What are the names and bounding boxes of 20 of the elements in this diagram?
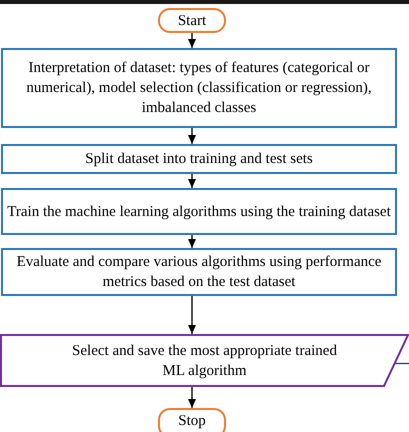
arrow [188,235,196,248]
arrow [188,33,196,48]
process-box [1,48,397,128]
node-text: Stop [178,412,206,431]
process-box [1,188,397,235]
arrow [188,296,196,334]
node-text: Start [178,12,206,31]
terminal-box [158,408,226,432]
node-text: Split dataset into training and test sets [85,150,313,169]
arrow [188,128,196,144]
data-parallelogram [0,334,409,387]
node-text: Interpretation of dataset: types of features (categorical or numerical), model selection (classification or regression), imbalanced classes [25,59,373,118]
node-text: Evaluate and compare various algorithms using performance metrics based on the test dataset [16,253,382,292]
arrow [188,174,196,188]
node-text: Select and save the most appropriate trained ML algorithm [71,342,338,380]
terminal-box [158,8,226,33]
process-box [1,144,397,174]
process-box [1,248,397,296]
node-text: Train the machine learning algorithms using the training dataset [7,202,391,222]
arrow [188,387,196,408]
